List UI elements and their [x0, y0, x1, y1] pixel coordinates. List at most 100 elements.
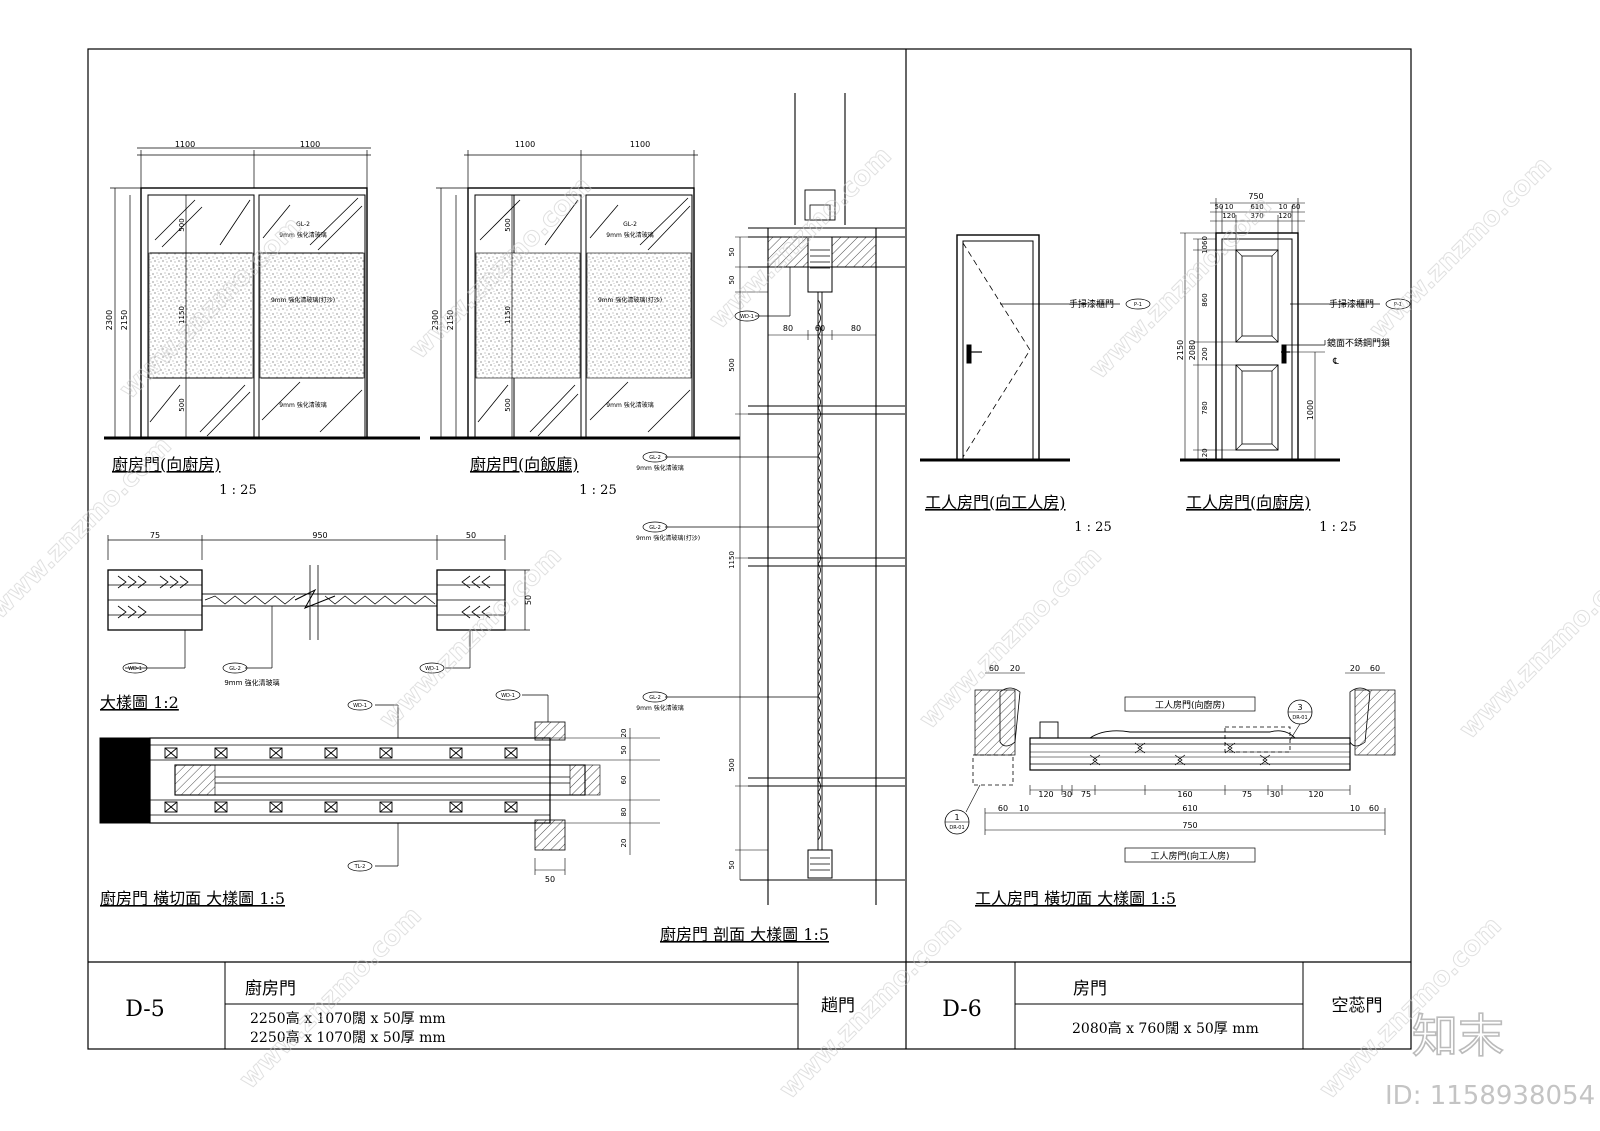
worker-door-elevation-2: [1180, 198, 1411, 462]
vsec-dim-6: 50: [728, 861, 736, 870]
dim-width-left: 1100: [175, 140, 195, 149]
tag-wd1: WD-1: [425, 666, 439, 672]
dim-height-total: 2300: [431, 310, 440, 330]
note-glass: 9mm 強化清玻璃: [279, 401, 326, 409]
kitchen-horizontal-section: [99, 689, 660, 875]
hsec-dim-3: 60: [620, 776, 628, 785]
tag-wd1: WD-1: [128, 666, 142, 672]
worker-top-dim-e: 60: [1292, 203, 1301, 211]
sheet-frame: [87, 48, 1412, 1050]
dim-width-right: 1100: [630, 140, 650, 149]
note-glass: 9mm 強化清玻璃: [606, 231, 653, 239]
whs-row1-dim-7: 120: [1308, 790, 1323, 799]
schedule-d5-spec-1: 2250高 x 1070闊 x 50厚 mm: [250, 1010, 446, 1027]
schedule-d5-type: 趟門: [821, 996, 855, 1016]
tag-tl2: TL-2: [354, 864, 366, 870]
hsec-label-top: 工人房門(向廚房): [1155, 699, 1225, 711]
note-glass: 9mm 強化清玻璃: [606, 401, 653, 409]
tag-gl2: GL-2: [649, 695, 661, 701]
worker-dim-1000: 1000: [1306, 400, 1315, 420]
vsec-dim-4: 1150: [728, 551, 736, 569]
callout-3-sub: DR-01: [1292, 715, 1307, 721]
note-glass: 9mm 強化清玻璃: [636, 704, 683, 712]
note-lock: 鏡面不銹鋼門鎖: [1327, 337, 1390, 349]
schedule-table: [224, 962, 1304, 1049]
worker-side-dim-3: 860: [1201, 293, 1209, 306]
whs-row2-dim-5: 60: [1369, 804, 1379, 813]
schedule-d6-type: 空蕊門: [1332, 996, 1383, 1016]
dim-width-left: 1100: [515, 140, 535, 149]
title-worker-door-1: 工人房門(向工人房): [925, 493, 1066, 512]
title-detail: 大樣圖 1:2: [100, 693, 179, 712]
whs-top-dim-4: 60: [1370, 664, 1380, 673]
whs-top-dim-2: 20: [1010, 664, 1020, 673]
worker-top-dim-g: 370: [1250, 212, 1263, 220]
note-glass: 9mm 強化清玻璃: [636, 464, 683, 472]
watermark-logo: 知末: [1412, 1009, 1504, 1063]
detail-dim-50: 50: [466, 531, 476, 540]
title-worker-hsec: 工人房門 橫切面 大樣圖 1:5: [975, 889, 1176, 908]
title-kitchen-door-1: 廚房門(向廚房): [112, 455, 221, 474]
worker-top-dim-a: 50: [1215, 203, 1224, 211]
dim-panel-mid: 1150: [504, 306, 512, 324]
detail-1-2: [107, 535, 530, 674]
vsec-dim-3: 500: [728, 358, 736, 371]
whs-row1-dim-1: 120: [1038, 790, 1053, 799]
vsec-top-dim-3: 80: [851, 324, 861, 333]
worker-top-dim-f: 120: [1222, 212, 1235, 220]
worker-dim-2080: 2080: [1188, 340, 1197, 360]
whs-row2-dim-2: 10: [1019, 804, 1029, 813]
worker-door-elevation-1: [920, 234, 1151, 462]
watermark-text: www.znzmo.com: [1364, 151, 1558, 345]
worker-top-dim-c: 610: [1250, 203, 1263, 211]
worker-top-dim-b: 10: [1225, 203, 1234, 211]
whs-top-dim-1: 60: [989, 664, 999, 673]
schedule-d6-code: D-6: [942, 997, 981, 1022]
title-kitchen-hsec: 廚房門 橫切面 大樣圖 1:5: [100, 889, 285, 908]
worker-side-dim-5: 780: [1201, 401, 1209, 414]
title-kitchen-door-2: 廚房門(向飯廳): [470, 455, 579, 474]
kitchen-door-elevation-1: [104, 147, 420, 440]
whs-row2-dim-4: 10: [1350, 804, 1360, 813]
note-paint: 手掃漆櫃門: [1329, 298, 1374, 310]
title-worker-door-2: 工人房門(向廚房): [1186, 493, 1311, 512]
tag-p1: P-1: [1394, 302, 1402, 308]
dim-height-leaf: 2150: [120, 310, 129, 330]
worker-top-dim-h: 120: [1278, 212, 1291, 220]
whs-row1-dim-2: 30: [1062, 790, 1072, 799]
note-glass-sand: 9mm 強化清玻璃(打沙): [636, 534, 700, 542]
detail-dim-75: 75: [150, 531, 160, 540]
worker-side-dim-6: 120: [1201, 448, 1209, 461]
worker-side-dim-4: 200: [1201, 347, 1209, 360]
vsec-top-dim-1: 80: [783, 324, 793, 333]
schedule-d5-spec-2: 2250高 x 1070闊 x 50厚 mm: [250, 1029, 446, 1046]
watermark-id: ID: 1158938054: [1385, 1081, 1595, 1111]
note-glass: 9mm 強化清玻璃: [224, 678, 279, 687]
tag-gl2: GL-2: [623, 221, 637, 228]
schedule-d5-code: D-5: [125, 997, 164, 1022]
kitchen-vertical-section: [642, 93, 905, 905]
tag-gl2: GL-2: [649, 455, 661, 461]
hsec-label-bottom: 工人房門(向工人房): [1150, 850, 1229, 862]
tag-gl2: GL-2: [649, 525, 661, 531]
dim-panel-top: 500: [178, 218, 186, 231]
center-line: ℄: [1332, 357, 1339, 367]
kitchen-door-elevation-2: [430, 150, 740, 440]
whs-row2-dim-3: 610: [1182, 804, 1197, 813]
tag-wd1: WD-1: [740, 314, 754, 320]
callout-1: 1: [954, 813, 959, 822]
callout-3: 3: [1297, 703, 1302, 712]
note-paint: 手掃漆櫃門: [1069, 298, 1114, 310]
tag-p1: P-1: [1134, 302, 1142, 308]
callout-1-sub: DR-01: [949, 825, 964, 831]
tag-wd1: WD-1: [501, 693, 515, 699]
vsec-dim-5: 500: [728, 758, 736, 771]
watermark-text: www.znzmo.com: [0, 431, 178, 625]
hsec-dim-4: 80: [620, 808, 628, 817]
hsec-dim-2: 50: [620, 746, 628, 755]
whs-top-dim-3: 20: [1350, 664, 1360, 673]
vsec-top-dim-2: 60: [815, 324, 825, 333]
worker-top-dim-d: 10: [1279, 203, 1288, 211]
scale-worker-1: 1 : 25: [1074, 520, 1111, 535]
